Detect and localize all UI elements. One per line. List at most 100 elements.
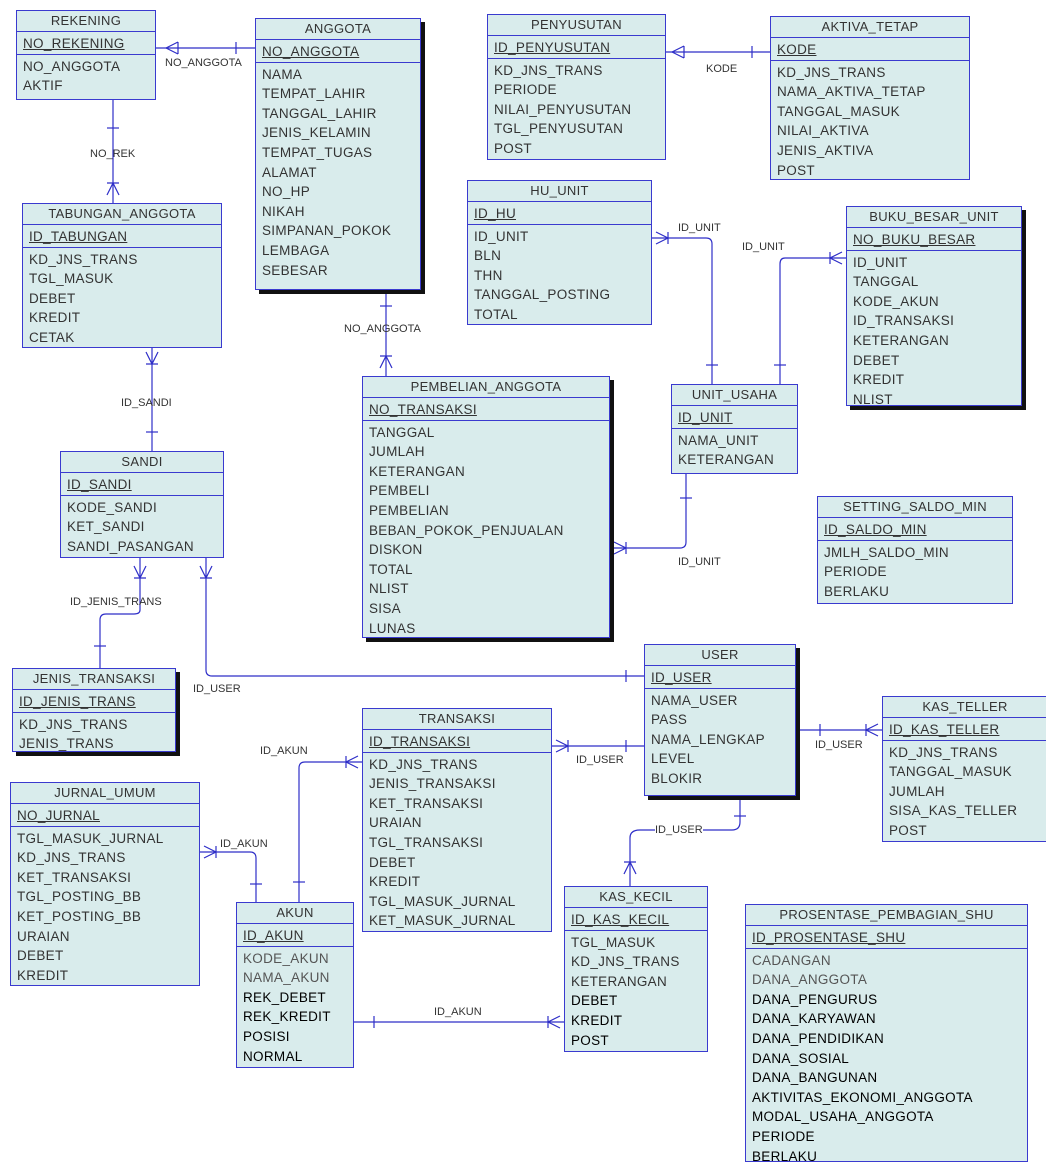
pk-separator	[672, 427, 797, 429]
attribute: NAMA_USER	[651, 692, 738, 708]
attribute: POST	[494, 140, 532, 156]
rel-label-id-unit: ID_UNIT	[678, 556, 721, 568]
entity-title: JURNAL_UMUM	[11, 783, 199, 804]
primary-key-attribute: ID_PENYUSUTAN	[494, 40, 611, 55]
entity-title: TABUNGAN_ANGGOTA	[23, 204, 221, 225]
entity-pembelian-anggota[interactable]: PEMBELIAN_ANGGOTA NO_TRANSAKSI TANGGAL JUML…	[362, 376, 610, 638]
attribute: KD_JNS_TRANS	[889, 744, 998, 760]
attribute: SEBESAR	[262, 262, 328, 278]
attribute: TGL_MASUK	[571, 934, 656, 950]
pk-separator	[468, 223, 651, 225]
primary-key-attribute: ID_HU	[474, 206, 517, 221]
attribute: URAIAN	[17, 928, 70, 944]
attribute: KD_JNS_TRANS	[777, 64, 886, 80]
attribute: AKTIVITAS_EKONOMI_ANGGOTA	[752, 1089, 973, 1105]
attribute: TGL_POSTING_BB	[17, 889, 142, 905]
attribute: JENIS_AKTIVA	[777, 142, 874, 158]
attribute: ALAMAT	[262, 164, 317, 180]
attribute: AKTIF	[23, 78, 63, 94]
attribute: TANGGAL	[853, 274, 919, 290]
attribute: PEMBELIAN	[369, 502, 449, 518]
pk-separator	[256, 61, 420, 63]
attribute: JENIS_TRANS	[19, 736, 114, 752]
entity-title: AKUN	[237, 903, 353, 924]
attribute: DANA_KARYAWAN	[752, 1011, 876, 1027]
pk-separator	[645, 687, 795, 689]
attribute: TOTAL	[369, 561, 413, 577]
attribute: TANGGAL	[369, 424, 435, 440]
attribute: NILAI_AKTIVA	[777, 123, 869, 139]
entity-title: ANGGOTA	[256, 19, 420, 40]
primary-key-attribute: ID_AKUN	[243, 928, 304, 943]
attribute: DANA_BANGUNAN	[752, 1070, 878, 1086]
primary-key-attribute: KODE	[777, 42, 817, 57]
entity-title: TRANSAKSI	[363, 709, 551, 730]
attribute: POST	[889, 822, 927, 838]
attribute: SISA_KAS_TELLER	[889, 803, 1018, 819]
rel-label-id-akun: ID_AKUN	[220, 838, 268, 850]
pk-separator	[17, 53, 155, 55]
attribute: NIKAH	[262, 203, 305, 219]
attribute: KET_MASUK_JURNAL	[369, 913, 516, 929]
attribute: ID_TRANSAKSI	[853, 313, 955, 329]
pk-separator	[746, 947, 1027, 949]
primary-key-attribute: ID_TABUNGAN	[29, 229, 128, 244]
attribute: KD_JNS_TRANS	[369, 756, 478, 772]
attribute: KET_TRANSAKSI	[369, 795, 484, 811]
primary-key-attribute: NO_TRANSAKSI	[369, 402, 477, 417]
attribute: TEMPAT_LAHIR	[262, 86, 366, 102]
attribute: BEBAN_POKOK_PENJUALAN	[369, 522, 564, 538]
attribute: TOTAL	[474, 306, 518, 322]
attribute: DEBET	[571, 993, 618, 1009]
attribute: PERIODE	[824, 564, 887, 580]
entity-title: AKTIVA_TETAP	[771, 17, 969, 38]
attribute: TGL_TRANSAKSI	[369, 834, 484, 850]
attribute: TANGGAL_LAHIR	[262, 105, 377, 121]
attribute: NAMA_AKTIVA_TETAP	[777, 84, 926, 100]
attribute: KODE_SANDI	[67, 499, 158, 515]
primary-key-attribute: ID_JENIS_TRANS	[19, 694, 136, 709]
attribute: ID_UNIT	[474, 228, 529, 244]
primary-key-attribute: ID_SALDO_MIN	[824, 522, 927, 537]
attribute: JUMLAH	[369, 444, 425, 460]
attribute: LEMBAGA	[262, 242, 330, 258]
attribute: KET_POSTING_BB	[17, 908, 142, 924]
entity-title: PEMBELIAN_ANGGOTA	[363, 377, 609, 398]
attribute: KD_JNS_TRANS	[17, 850, 126, 866]
entity-aktiva-tetap[interactable]: AKTIVA_TETAP KODE KD_JNS_TRANS NAMA_AKTIVA_…	[770, 16, 970, 180]
attribute: KREDIT	[571, 1012, 623, 1028]
attribute: SANDI_PASANGAN	[67, 538, 194, 554]
attribute: DISKON	[369, 542, 423, 558]
rel-label-kode: KODE	[706, 63, 738, 75]
rel-label-id-akun: ID_AKUN	[260, 745, 308, 757]
primary-key-attribute: ID_PROSENTASE_SHU	[752, 930, 906, 945]
attribute: TEMPAT_TUGAS	[262, 144, 373, 160]
rel-label-id-unit: ID_UNIT	[678, 222, 721, 234]
